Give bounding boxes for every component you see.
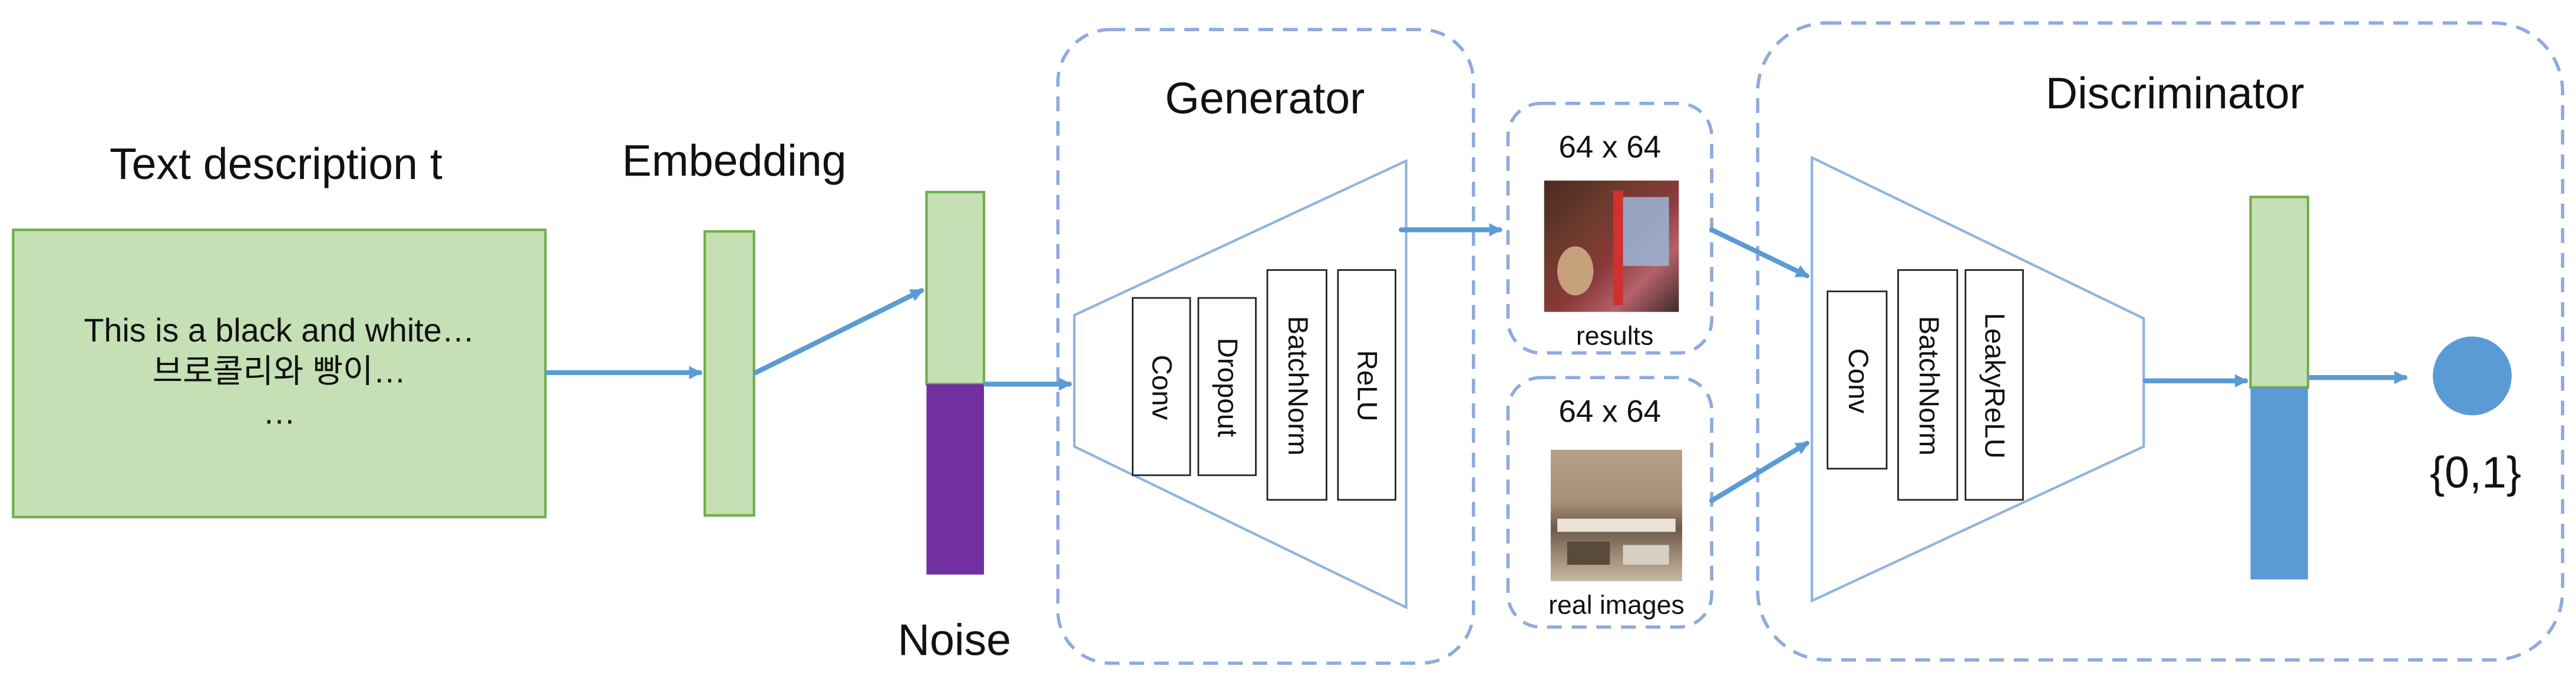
generator-layer-batchnorm: BatchNorm xyxy=(1266,269,1327,501)
generator-layer-dropout: Dropout xyxy=(1197,297,1257,476)
generator-trapezoid xyxy=(1073,158,1408,609)
noise-vector-segment xyxy=(926,384,985,575)
discriminator-panel xyxy=(1756,21,2565,662)
generator-label: Generator xyxy=(1165,74,1365,124)
image-red-stripe xyxy=(1613,190,1623,306)
output-node xyxy=(2433,336,2512,416)
text-description-content: This is a black and white… 브로콜리와 빵이… … xyxy=(13,230,545,517)
embedding-vector-segment xyxy=(925,191,986,386)
real-image xyxy=(1550,449,1682,581)
text-line: 브로콜리와 빵이… xyxy=(152,354,407,391)
text-description-box xyxy=(12,228,547,519)
image-table-edge xyxy=(1557,519,1676,532)
discriminator-trapezoid xyxy=(1811,155,2145,603)
generator-layer-conv: Conv xyxy=(1131,297,1191,476)
text-line: … xyxy=(263,395,296,432)
output-label: {0,1} xyxy=(2430,448,2521,498)
text-description-label: Text description t xyxy=(109,139,442,189)
image-highlight xyxy=(1623,197,1669,266)
generated-result-image xyxy=(1544,180,1679,312)
discriminator-vector-bottom xyxy=(2250,387,2309,580)
embedding-label: Embedding xyxy=(622,136,847,186)
results-size-label: 64 x 64 xyxy=(1558,131,1662,166)
generator-panel xyxy=(1056,28,1475,665)
results-caption: results xyxy=(1576,323,1654,352)
embedding-bar xyxy=(703,230,755,517)
discriminator-label: Discriminator xyxy=(2045,69,2304,118)
arrow-real-to-discriminator xyxy=(1709,440,1809,503)
image-light-block xyxy=(1623,545,1669,565)
arrow-embedding-to-vector xyxy=(753,288,924,376)
arrow-results-to-discriminator xyxy=(1709,227,1809,278)
image-round-shape xyxy=(1557,246,1594,296)
text-line: This is a black and white… xyxy=(84,313,475,350)
discriminator-layer-batchnorm: BatchNorm xyxy=(1897,269,1959,501)
discriminator-layer-conv: Conv xyxy=(1827,290,1888,470)
image-dark-block xyxy=(1567,542,1610,565)
real-size-label: 64 x 64 xyxy=(1558,395,1662,430)
noise-label: Noise xyxy=(897,615,1012,665)
discriminator-vector-top xyxy=(2249,195,2310,389)
generator-layer-relu: ReLU xyxy=(1337,269,1396,501)
real-images-caption: real images xyxy=(1548,592,1685,621)
discriminator-layer-leakyrelu: LeakyReLU xyxy=(1964,269,2024,501)
